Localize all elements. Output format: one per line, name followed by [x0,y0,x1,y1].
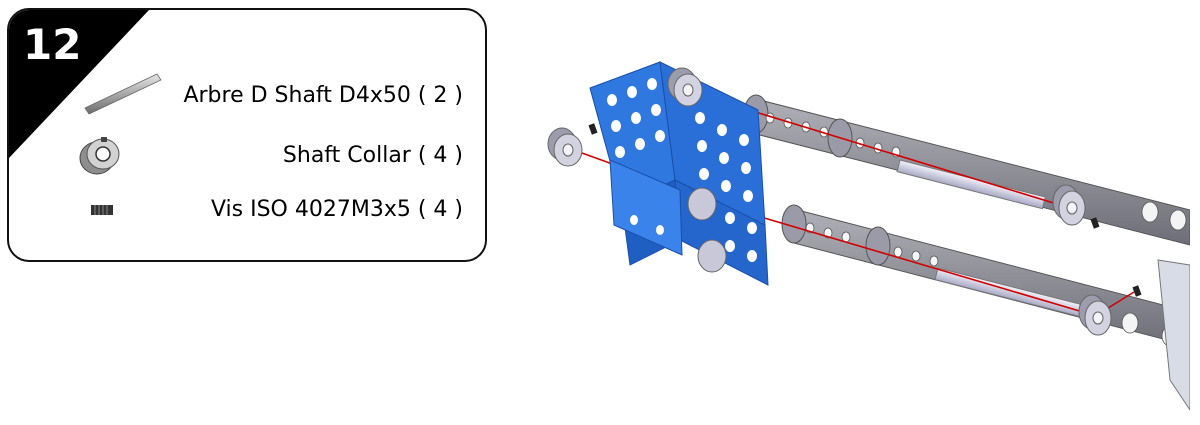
set-screw-icon [91,205,113,215]
shaft-icon [84,73,162,115]
parts-list-panel: 12 Arbre D Shaft D4x50 ( 2 ) Shaft Colla… [7,8,487,262]
part-label-set-screw: Vis ISO 4027M3x5 ( 4 ) [210,197,463,222]
part-label-shaft: Arbre D Shaft D4x50 ( 2 ) [183,83,463,108]
step-number: 12 [23,20,82,69]
shaft-collars [547,67,1112,336]
side-plate [1157,259,1190,411]
part-label-shaft-collar: Shaft Collar ( 4 ) [282,143,463,168]
assembly-illustration [547,61,1190,411]
part-row-set-screw: Vis ISO 4027M3x5 ( 4 ) [9,190,485,230]
blue-bracket [589,61,769,286]
part-row-shaft-collar: Shaft Collar ( 4 ) [9,136,485,176]
step-corner-triangle [9,10,149,158]
shaft-collar-icon [79,137,120,175]
set-screws [588,123,1142,297]
part-row-shaft: Arbre D Shaft D4x50 ( 2 ) [9,73,485,116]
